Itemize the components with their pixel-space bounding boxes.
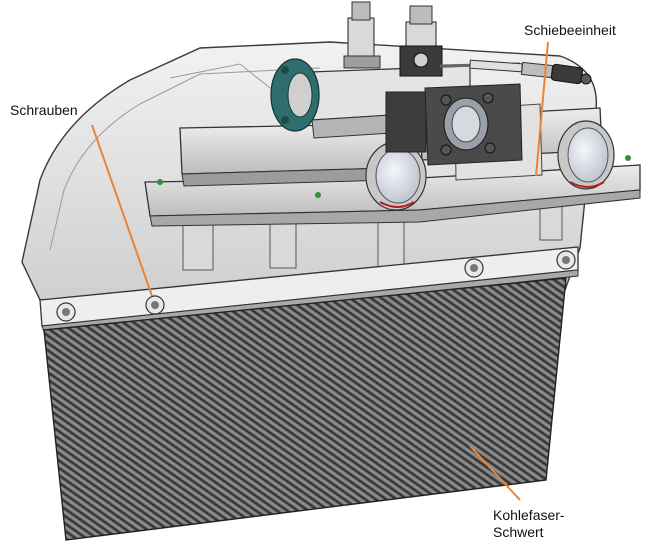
callout-slide-unit: Schiebeeinheit xyxy=(524,22,616,38)
clamp-ring xyxy=(270,58,320,132)
rail-end-cap-left xyxy=(365,141,427,211)
screw-icon xyxy=(556,250,576,270)
callout-carbon-sword-line1: Kohlefaser- xyxy=(493,507,565,523)
callout-screws: Schrauben xyxy=(10,102,78,118)
pneumatic-connector-icon xyxy=(413,52,429,68)
pneumatic-valve-left xyxy=(343,1,381,69)
sensor-cable xyxy=(439,59,592,85)
pneumatic-valve-right xyxy=(399,5,443,77)
support-ribs xyxy=(182,199,563,271)
marker-dot xyxy=(315,192,321,198)
rail-end-cap-right xyxy=(557,120,615,190)
callout-carbon-sword-line2: Schwert xyxy=(493,524,544,540)
marker-dot xyxy=(625,155,631,161)
screw-icon xyxy=(464,258,484,278)
callout-carbon-sword: Kohlefaser- Schwert xyxy=(493,507,565,541)
leader-line-screws xyxy=(91,124,153,297)
carbon-fiber-sword xyxy=(43,277,567,541)
screw-icon xyxy=(145,295,165,315)
screw-icon xyxy=(56,302,76,322)
leader-line-slide-unit xyxy=(535,41,549,177)
leader-line-sword xyxy=(469,445,521,501)
marker-dot xyxy=(157,179,163,185)
cable-plug-icon xyxy=(550,63,592,85)
slide-carriage xyxy=(309,65,523,166)
